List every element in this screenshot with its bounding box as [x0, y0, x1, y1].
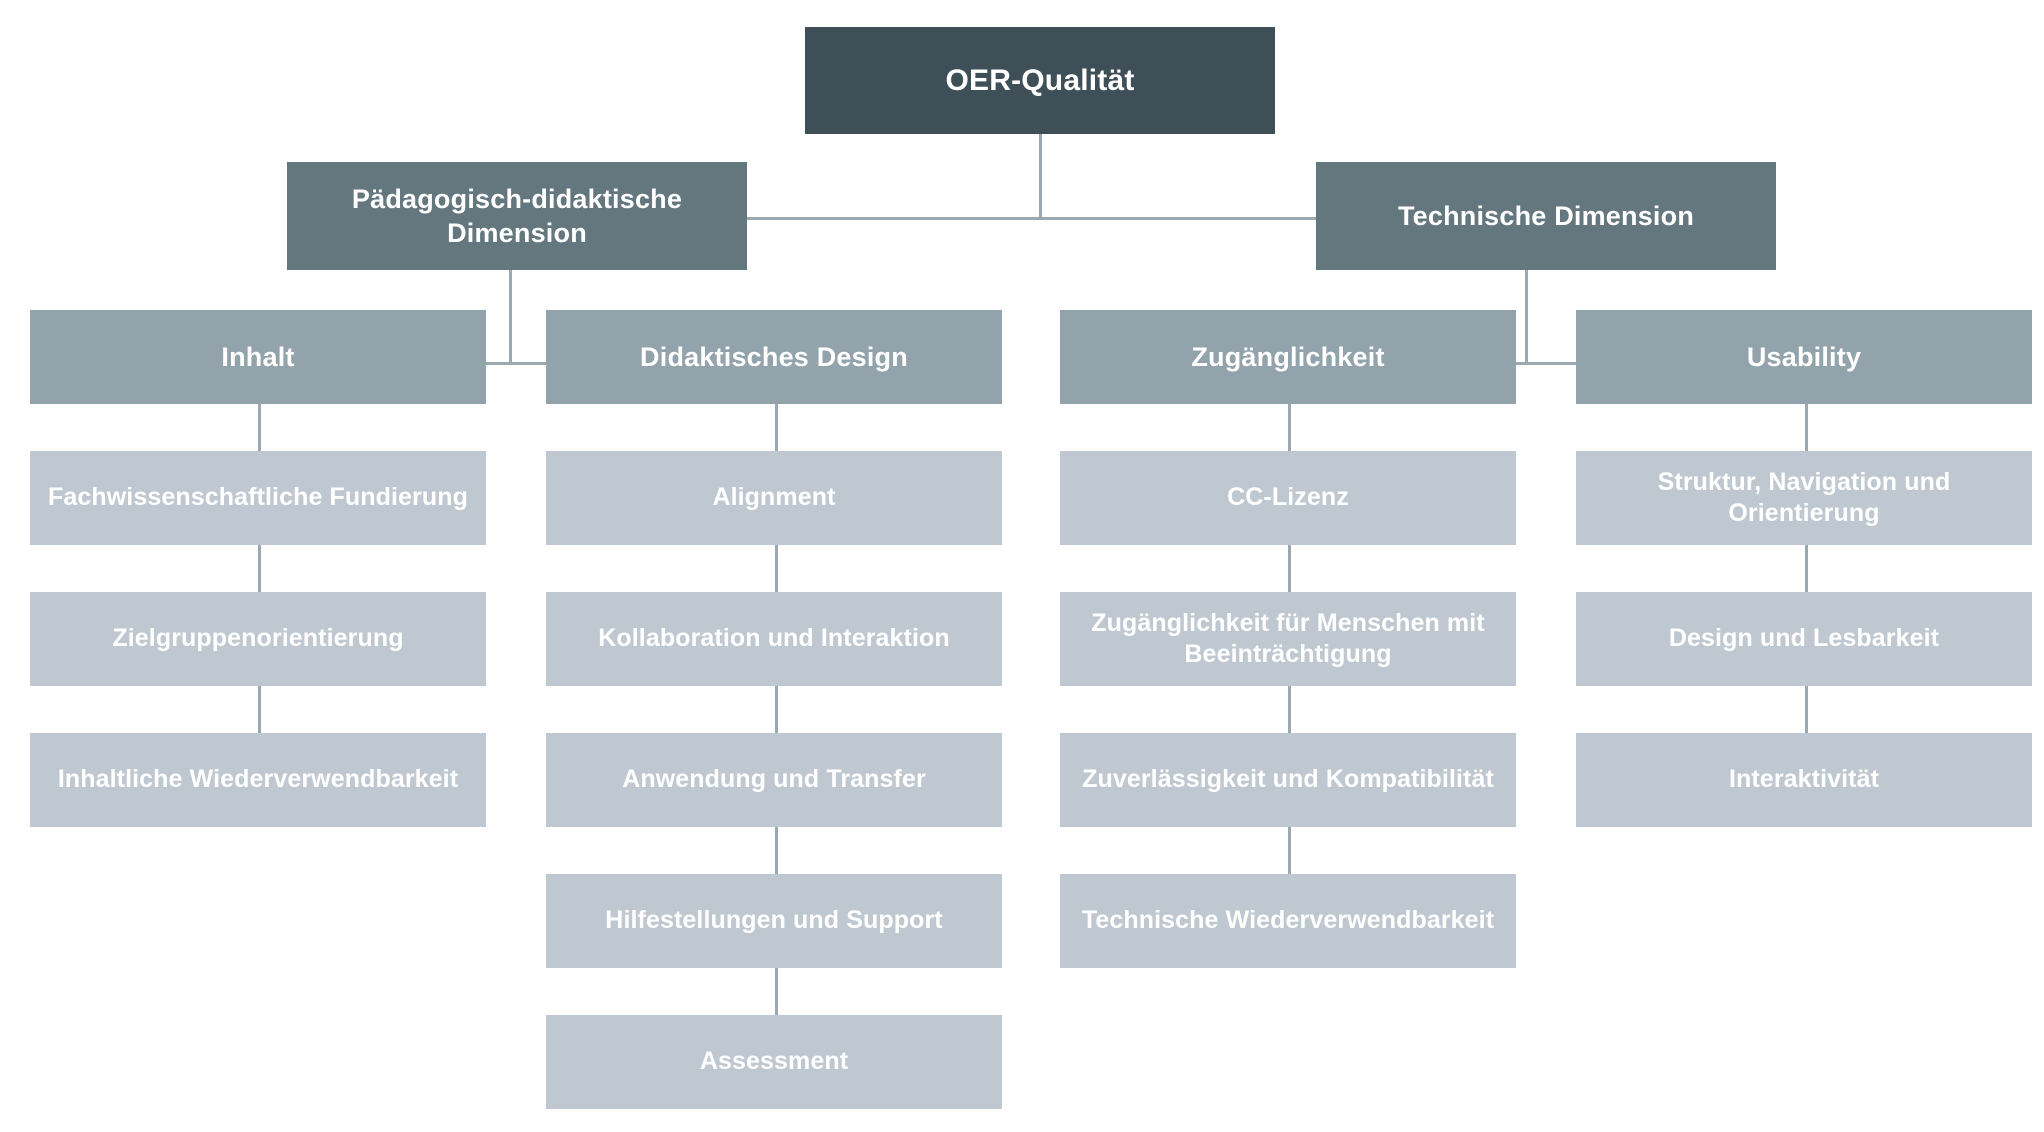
node-assessment[interactable]: Assessment — [546, 1015, 1002, 1109]
connector-col2-a — [775, 404, 778, 458]
node-label: Zielgruppenorientierung — [112, 624, 404, 653]
node-interaktivitaet[interactable]: Interaktivität — [1576, 733, 2032, 827]
node-label: Zugänglichkeit für Menschen mit Beeinträ… — [1091, 608, 1485, 669]
node-fachwissenschaftliche-fundierung[interactable]: Fachwissenschaftliche Fundierung — [30, 451, 486, 545]
connector-col3-b — [1288, 545, 1291, 599]
connector-col1-c — [258, 686, 261, 740]
node-technische-dimension[interactable]: Technische Dimension — [1316, 162, 1776, 270]
node-didaktisches-design[interactable]: Didaktisches Design — [546, 310, 1002, 404]
connector-col2-e — [775, 968, 778, 1022]
node-label: Technische Dimension — [1397, 200, 1695, 231]
node-hilfestellungen-und-support[interactable]: Hilfestellungen und Support — [546, 874, 1002, 968]
node-label: CC-Lizenz — [1227, 483, 1349, 512]
node-struktur-navigation-und-orientierung[interactable]: Struktur, Navigation und Orientierung — [1576, 451, 2032, 545]
node-zugaenglichkeit-fuer-menschen-mit-beeintraechtigung[interactable]: Zugänglichkeit für Menschen mit Beeinträ… — [1060, 592, 1516, 686]
node-label: Alignment — [712, 483, 836, 512]
connector-col3-c — [1288, 686, 1291, 740]
node-label: Technische Wiederverwendbarkeit — [1081, 906, 1495, 935]
node-label: Hilfestellungen und Support — [605, 906, 943, 935]
connector-left-dimension-split — [258, 362, 778, 365]
node-zugaenglichkeit[interactable]: Zugänglichkeit — [1060, 310, 1516, 404]
connector-col2-b — [775, 545, 778, 599]
node-paedagogisch-didaktische-dimension[interactable]: Pädagogisch-didaktische Dimension — [287, 162, 747, 270]
connector-col2-d — [775, 827, 778, 881]
node-label: Inhaltliche Wiederverwendbarkeit — [57, 765, 459, 794]
connector-col2-c — [775, 686, 778, 740]
connector-col1-b — [258, 545, 261, 599]
node-inhaltliche-wiederverwendbarkeit[interactable]: Inhaltliche Wiederverwendbarkeit — [30, 733, 486, 827]
connector-left-dimension-down — [509, 270, 512, 364]
connector-dimension-spine — [745, 217, 1317, 220]
node-anwendung-und-transfer[interactable]: Anwendung und Transfer — [546, 733, 1002, 827]
node-label: Assessment — [699, 1047, 849, 1076]
connector-col4-a — [1805, 404, 1808, 458]
connector-col3-d — [1288, 827, 1291, 881]
node-label: Struktur, Navigation und Orientierung — [1657, 467, 1951, 528]
node-label: OER-Qualität — [945, 63, 1135, 97]
node-zielgruppenorientierung[interactable]: Zielgruppenorientierung — [30, 592, 486, 686]
node-label: Zugänglichkeit — [1191, 341, 1385, 372]
node-label: Design und Lesbarkeit — [1668, 624, 1940, 653]
node-design-und-lesbarkeit[interactable]: Design und Lesbarkeit — [1576, 592, 2032, 686]
node-label: Usability — [1746, 341, 1862, 372]
node-label: Fachwissenschaftliche Fundierung — [48, 483, 468, 512]
node-zuverlaessigkeit-und-kompatibilitaet[interactable]: Zuverlässigkeit und Kompatibilität — [1060, 733, 1516, 827]
connector-col1-a — [258, 404, 261, 458]
node-label: Pädagogisch-didaktische Dimension — [351, 183, 683, 248]
connector-col4-c — [1805, 686, 1808, 740]
connector-col3-a — [1288, 404, 1291, 458]
connector-right-dimension-split — [1288, 362, 1808, 365]
node-label: Zuverlässigkeit und Kompatibilität — [1082, 765, 1494, 794]
node-alignment[interactable]: Alignment — [546, 451, 1002, 545]
node-label: Anwendung und Transfer — [622, 765, 926, 794]
node-cc-lizenz[interactable]: CC-Lizenz — [1060, 451, 1516, 545]
connector-root-down — [1039, 134, 1042, 219]
node-oer-qualitaet[interactable]: OER-Qualität — [805, 27, 1275, 134]
node-kollaboration-und-interaktion[interactable]: Kollaboration und Interaktion — [546, 592, 1002, 686]
node-technische-wiederverwendbarkeit[interactable]: Technische Wiederverwendbarkeit — [1060, 874, 1516, 968]
node-label: Kollaboration und Interaktion — [598, 624, 950, 653]
node-usability[interactable]: Usability — [1576, 310, 2032, 404]
connector-col4-b — [1805, 545, 1808, 599]
node-inhalt[interactable]: Inhalt — [30, 310, 486, 404]
node-label: Didaktisches Design — [640, 341, 908, 372]
node-label: Inhalt — [221, 341, 295, 372]
connector-right-dimension-down — [1525, 270, 1528, 364]
node-label: Interaktivität — [1728, 765, 1880, 794]
